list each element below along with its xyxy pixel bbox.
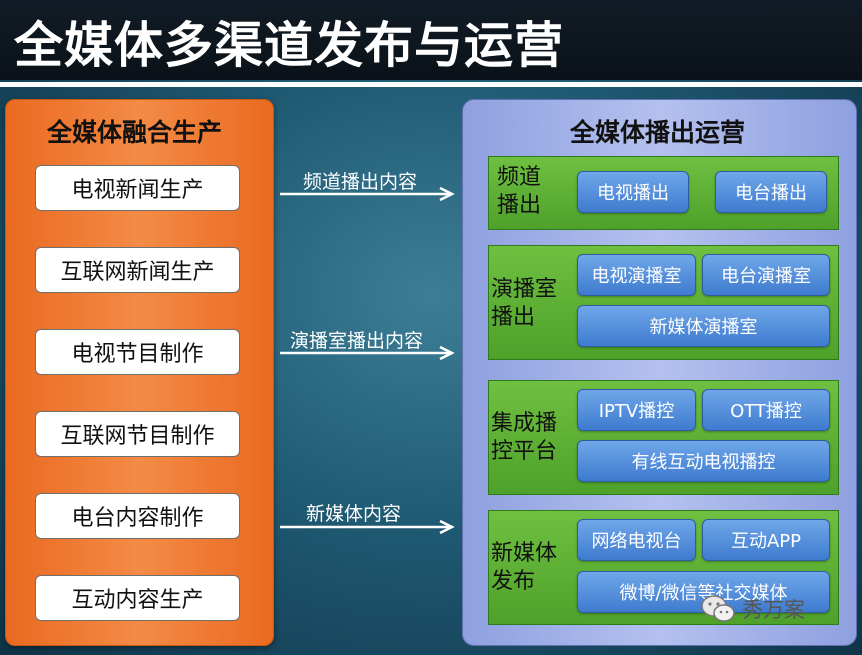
iptv-control-button[interactable]: IPTV播控 [577,389,696,431]
production-item: 互动内容生产 [35,575,240,621]
broadcast-panel-title: 全媒体播出运营 [570,118,746,147]
tv-broadcast-button[interactable]: 电视播出 [577,171,689,213]
group-label: 集成播控平台 [491,411,558,464]
right-arrow-icon [280,186,455,202]
title-divider [0,82,862,87]
social-media-button[interactable]: 微博/微信等社交媒体 [577,571,830,613]
production-item: 电视节目制作 [35,329,240,375]
group-label: 演播室播出 [491,277,558,330]
cable-interactive-tv-button[interactable]: 有线互动电视播控 [577,440,830,482]
interactive-app-button[interactable]: 互动APP [702,519,830,561]
arrow-label: 频道播出内容 [303,171,418,193]
tv-studio-button[interactable]: 电视演播室 [577,254,696,296]
page-title: 全媒体多渠道发布与运营 [14,17,565,74]
title-bar: 全媒体多渠道发布与运营 [0,0,862,80]
watermark: 秀万案 [700,594,850,624]
group-label: 新媒体发布 [491,541,558,594]
wechat-icon [701,595,735,622]
group-label: 频道播出 [497,165,542,218]
production-item: 互联网节目制作 [35,411,240,457]
ott-control-button[interactable]: OTT播控 [702,389,830,431]
right-arrow-icon [280,345,455,361]
new-media-studio-button[interactable]: 新媒体演播室 [577,305,830,347]
arrow-label: 演播室播出内容 [290,330,424,352]
right-arrow-icon [280,519,455,535]
radio-broadcast-button[interactable]: 电台播出 [715,171,827,213]
production-item: 互联网新闻生产 [35,247,240,293]
production-item: 电视新闻生产 [35,165,240,211]
production-item: 电台内容制作 [35,493,240,539]
arrow-label: 新媒体内容 [306,503,402,525]
radio-studio-button[interactable]: 电台演播室 [702,254,830,296]
watermark-text: 秀万案 [742,598,805,622]
web-tv-button[interactable]: 网络电视台 [577,519,696,561]
production-panel-title: 全媒体融合生产 [47,118,223,147]
